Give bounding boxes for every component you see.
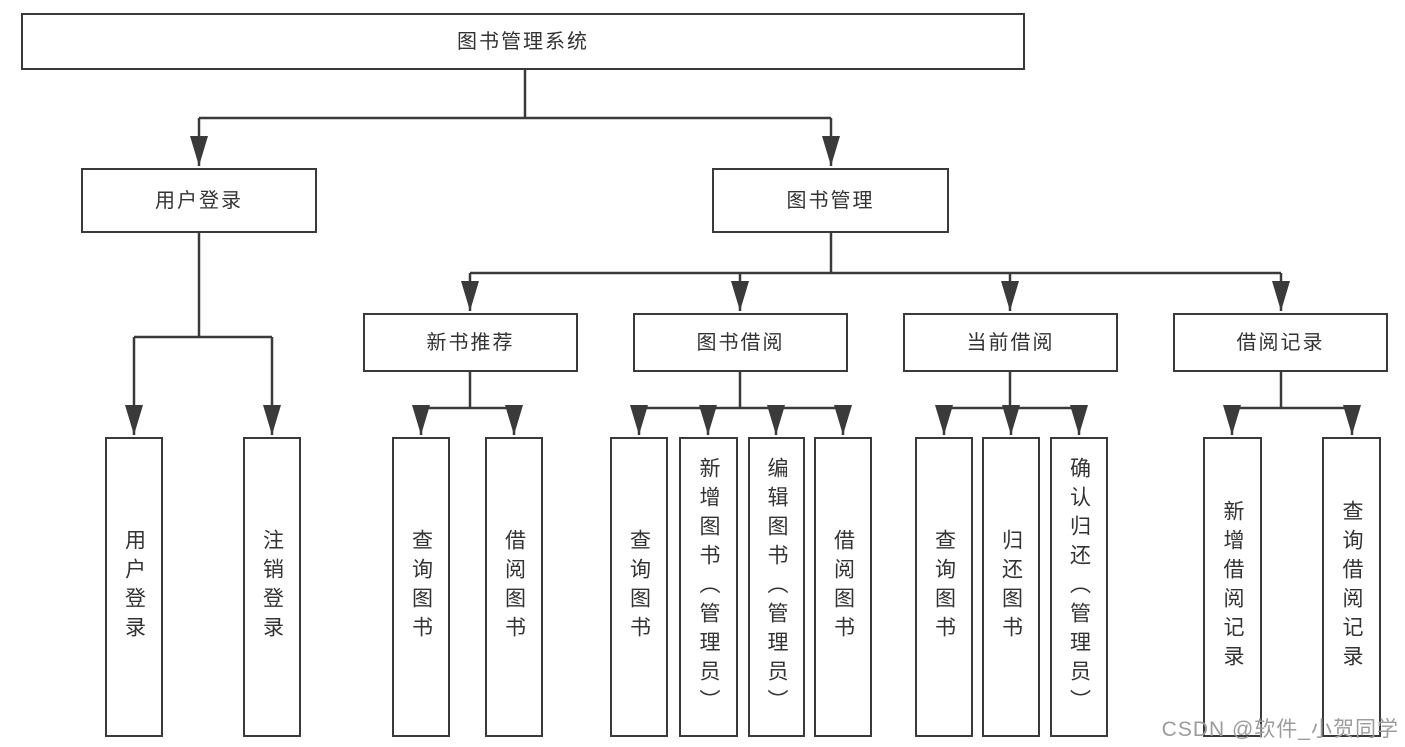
leaf-label: 查询图书 <box>932 529 956 645</box>
leaf-label: 借阅图书 <box>831 529 855 645</box>
leaf-borrow-books: 借阅图书 <box>814 437 872 737</box>
leaf-add-borrow-record: 新增借阅记录 <box>1203 437 1262 737</box>
node-label: 借阅记录 <box>1236 331 1325 354</box>
node-book-borrowing: 图书借阅 <box>633 313 848 372</box>
connector-group <box>125 70 1361 435</box>
leaf-confirm-return-admin: 确认归还（管理员） <box>1050 437 1108 737</box>
leaf-edit-books-admin: 编辑图书（管理员） <box>748 437 805 737</box>
leaf-label: 归还图书 <box>999 529 1023 645</box>
node-label: 用户登录 <box>155 189 243 212</box>
leaf-query-books-borrowing: 查询图书 <box>610 437 668 737</box>
leaf-borrow-books-recommend: 借阅图书 <box>485 437 543 737</box>
csdn-watermark: CSDN @软件_小贺同学 <box>1161 718 1399 741</box>
leaf-return-books: 归还图书 <box>982 437 1040 737</box>
node-borrow-records: 借阅记录 <box>1173 313 1388 372</box>
node-user-login: 用户登录 <box>81 168 317 233</box>
leaf-label: 新增借阅记录 <box>1221 500 1244 674</box>
leaf-label: 确认归还（管理员） <box>1067 456 1091 718</box>
leaf-label: 用户登录 <box>122 529 146 645</box>
leaf-label: 编辑图书（管理员） <box>765 456 788 718</box>
node-book-management: 图书管理 <box>712 168 949 233</box>
node-library-system: 图书管理系统 <box>21 13 1025 70</box>
leaf-label: 查询借阅记录 <box>1340 500 1363 674</box>
leaf-label: 借阅图书 <box>502 529 526 645</box>
node-label: 当前借阅 <box>966 331 1055 354</box>
leaf-label: 新增图书（管理员） <box>697 456 720 718</box>
node-new-book-recommend: 新书推荐 <box>363 313 578 372</box>
node-label: 新书推荐 <box>426 331 515 354</box>
leaf-label: 查询图书 <box>627 529 651 645</box>
node-current-borrowing: 当前借阅 <box>903 313 1118 372</box>
leaf-logout: 注销登录 <box>243 437 301 737</box>
leaf-query-borrow-record: 查询借阅记录 <box>1322 437 1381 737</box>
node-label: 图书管理 <box>786 189 875 212</box>
node-label: 图书借阅 <box>696 331 785 354</box>
leaf-query-books-recommend: 查询图书 <box>392 437 450 737</box>
leaf-label: 注销登录 <box>260 529 284 645</box>
leaf-label: 查询图书 <box>409 529 433 645</box>
leaf-query-books-current: 查询图书 <box>915 437 973 737</box>
leaf-add-books-admin: 新增图书（管理员） <box>679 437 738 737</box>
leaf-user-login: 用户登录 <box>105 437 163 737</box>
node-label: 图书管理系统 <box>457 30 589 53</box>
